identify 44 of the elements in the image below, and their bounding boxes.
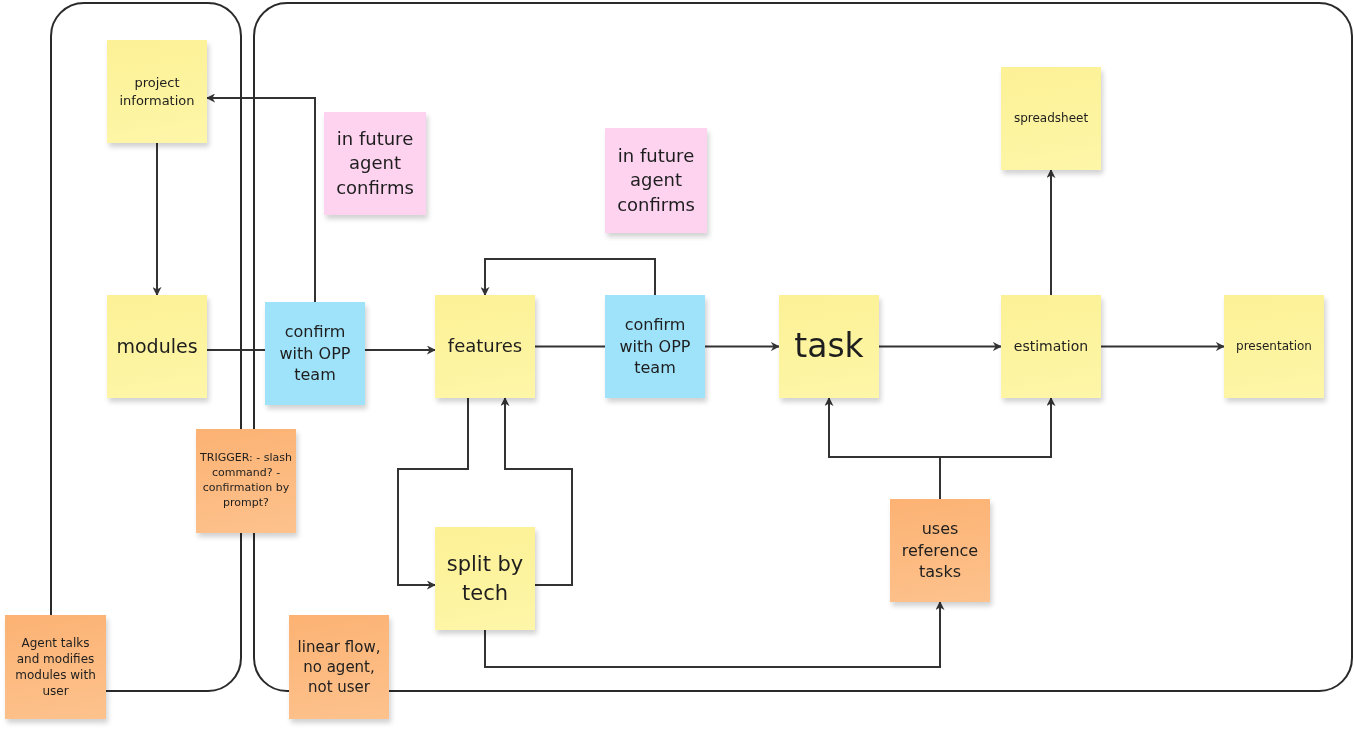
note-text: presentation bbox=[1236, 338, 1312, 355]
arrow bbox=[480, 258, 656, 296]
note-text: task bbox=[794, 325, 864, 368]
arrow bbox=[152, 142, 162, 296]
note-text: split by tech bbox=[445, 551, 525, 607]
note-text: TRIGGER: - slash command? - confirmation by prompt? bbox=[200, 451, 292, 511]
note-text: estimation bbox=[1013, 337, 1089, 356]
arrow bbox=[364, 345, 436, 355]
sticky-note bbox=[605, 295, 705, 398]
sticky-note bbox=[435, 527, 535, 630]
arrow bbox=[1046, 169, 1056, 296]
sticky-note bbox=[107, 295, 207, 398]
sticky-note bbox=[1224, 295, 1324, 398]
sticky-note bbox=[1001, 295, 1101, 398]
note-text: project information bbox=[118, 73, 196, 110]
arrow bbox=[500, 397, 573, 586]
arrow bbox=[939, 397, 1056, 500]
sticky-note bbox=[1001, 67, 1101, 170]
note-text: in future agent confirms bbox=[335, 127, 415, 200]
sticky-note bbox=[779, 295, 879, 398]
note-text: spreadsheet bbox=[1013, 110, 1089, 127]
note-text: confirm with OPP team bbox=[618, 314, 692, 379]
arrow bbox=[1100, 342, 1225, 351]
note-text: confirm with OPP team bbox=[278, 321, 352, 386]
sticky-note bbox=[435, 295, 535, 398]
note-text: modules bbox=[116, 333, 198, 359]
note-text: in future agent confirms bbox=[616, 144, 696, 217]
arrow bbox=[397, 397, 469, 590]
note-text: uses reference tasks bbox=[900, 518, 980, 583]
sticky-note bbox=[265, 302, 365, 405]
arrow bbox=[704, 342, 780, 351]
sticky-note bbox=[605, 128, 707, 233]
arrow bbox=[206, 93, 316, 303]
sticky-note bbox=[107, 40, 207, 143]
sticky-note bbox=[324, 112, 426, 215]
sticky-note bbox=[196, 429, 296, 533]
note-text: linear flow, no agent, not user bbox=[296, 636, 382, 698]
sticky-note bbox=[890, 499, 990, 602]
sticky-note bbox=[5, 615, 106, 719]
arrow bbox=[878, 342, 1002, 351]
arrow bbox=[484, 601, 945, 668]
sticky-note bbox=[289, 615, 389, 719]
note-text: Agent talks and modifies modules with user bbox=[14, 634, 97, 700]
note-text: features bbox=[447, 334, 523, 359]
